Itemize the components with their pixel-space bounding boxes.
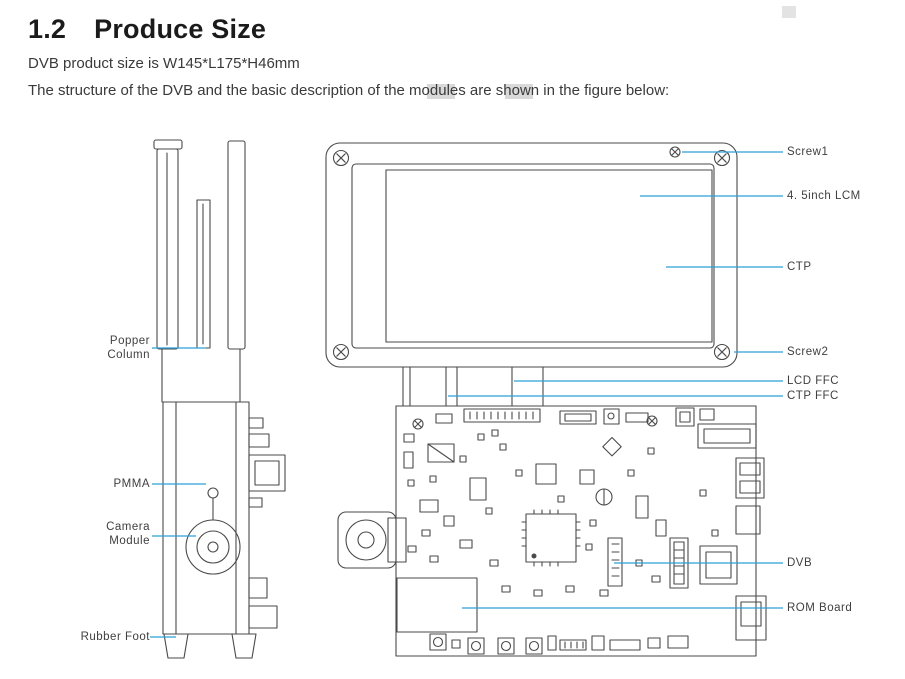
callout-label-popper-column: Popper Column: [107, 335, 150, 361]
hdmi-connector: [699, 545, 738, 585]
camera-housing-front: [337, 511, 407, 569]
corner-screw-icon: [332, 343, 350, 361]
rubber-foot-part: [163, 633, 189, 659]
corner-screw-icon: [713, 343, 731, 361]
callout-label-dvb: DVB: [787, 557, 813, 569]
main-chip: [521, 509, 581, 567]
callout-label-ctp-ffc: CTP FFC: [787, 390, 839, 402]
body-line-structure: The structure of the DVB and the basic d…: [28, 82, 670, 99]
side-back-slab: [227, 140, 246, 350]
rubber-foot-part: [231, 633, 257, 659]
board-button-icon: [525, 637, 543, 655]
board-button-icon: [467, 637, 485, 655]
board-button-icon: [497, 637, 515, 655]
text-highlight-artifact: [427, 84, 455, 99]
text-highlight-artifact: [505, 84, 533, 99]
usb-stack-connector: [735, 457, 765, 499]
corner-artifact: [782, 6, 796, 18]
front-panel-drawing: [325, 142, 738, 368]
callout-label-pmma: PMMA: [113, 478, 150, 490]
lcd-ffc-connector: [463, 408, 541, 423]
callout-label-screw1: Screw1: [787, 146, 829, 158]
pcb-screw-icon: [412, 418, 424, 430]
lcm-bezel: [351, 163, 715, 349]
callout-leader-lines: [150, 151, 783, 638]
pin-header: [607, 537, 623, 587]
callout-label-rubber-foot: Rubber Foot: [80, 631, 150, 643]
board-button-icon: [429, 633, 447, 651]
camera-module-part: [185, 487, 241, 575]
corner-screw-icon: [713, 149, 731, 167]
side-screen-slab: [156, 148, 179, 350]
callout-label-ctp: CTP: [787, 261, 812, 273]
panel-outline: [325, 142, 738, 368]
section-title: Produce Size: [94, 14, 267, 44]
ctp-display-area: [385, 169, 713, 343]
section-number: 1.2: [28, 14, 67, 44]
ethernet-connector: [735, 595, 767, 641]
callout-label-camera-module: Camera Module: [106, 521, 150, 547]
section-heading: 1.2 Produce Size: [28, 14, 266, 45]
corner-screw-icon: [332, 149, 350, 167]
callout-label-lcd-ffc: LCD FFC: [787, 375, 840, 387]
side-view-drawing: [153, 139, 286, 659]
side-top-cap: [153, 139, 183, 150]
callout-label-lcm: 4. 5inch LCM: [787, 190, 861, 202]
pcb-drawing: [337, 405, 767, 657]
screw1-icon: [669, 146, 681, 158]
ffc-cables-drawing: [402, 366, 544, 407]
callout-label-rom-board: ROM Board: [787, 602, 853, 614]
rom-board-part: [396, 577, 478, 633]
pmma-housing-part: [162, 401, 250, 635]
body-line-size: DVB product size is W145*L175*H46mm: [28, 55, 300, 72]
callout-label-screw2: Screw2: [787, 346, 829, 358]
